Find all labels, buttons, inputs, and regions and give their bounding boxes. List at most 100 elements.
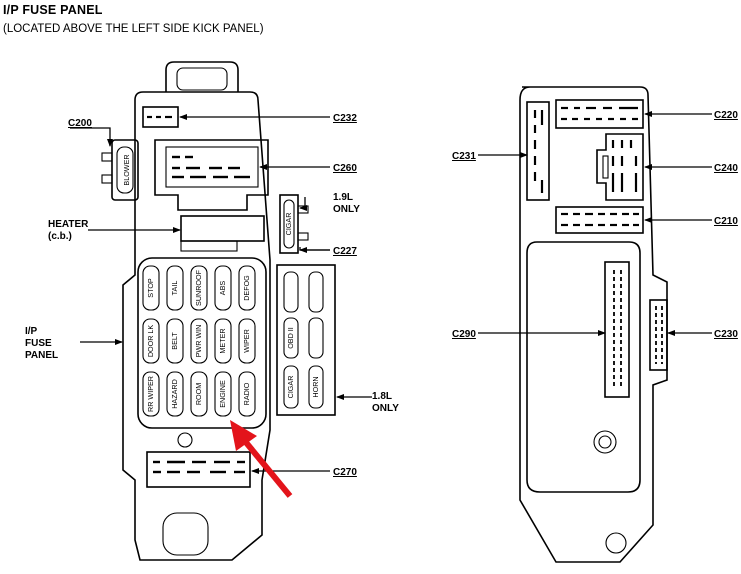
svg-text:DEFOG: DEFOG (242, 275, 251, 301)
cigar-socket (283, 199, 295, 249)
svg-text:WIPER: WIPER (242, 329, 251, 353)
fuse-rr-wiper: RR WIPER (142, 371, 160, 417)
side-fuse-blank-1 (283, 271, 299, 313)
page-subtitle: (LOCATED ABOVE THE LEFT SIDE KICK PANEL) (3, 23, 264, 35)
red-highlight-arrow (230, 420, 293, 498)
fuse-wiper: WIPER (238, 318, 256, 364)
left-labels: C200 C232 C260 1.9L ONLY C227 HEATER (c.… (25, 113, 399, 478)
side-fuse-obd-ii: OBD II (283, 317, 299, 359)
right-panel (519, 86, 668, 563)
svg-text:ROOM: ROOM (194, 383, 203, 405)
svg-text:HORN: HORN (311, 376, 320, 397)
connector-c220-housing (555, 99, 644, 129)
label-c200: C200 (68, 118, 92, 129)
svg-text:ABS: ABS (218, 281, 227, 296)
top-mounting-tab (165, 61, 239, 92)
left-leader-lines (70, 114, 372, 474)
blower-pin-top (101, 152, 113, 162)
left-panel-body (122, 91, 271, 561)
fuse-door-lk: DOOR LK (142, 318, 160, 364)
fuse-belt: BELT (166, 318, 184, 364)
label-c232: C232 (333, 113, 357, 124)
label-c270: C270 (333, 467, 357, 478)
c240-pins (611, 140, 638, 192)
label-c220: C220 (714, 110, 738, 121)
label-c230: C230 (714, 329, 738, 340)
cigar-pin-bottom (297, 232, 309, 241)
fuse-tail: TAIL (166, 265, 184, 311)
fuse-defog: DEFOG (238, 265, 256, 311)
fuse-grid: STOP TAIL SUNROOF ABS DEFOG DOOR LK BELT… (142, 265, 256, 417)
right-labels: C220 C231 C240 C210 C290 C230 (452, 110, 738, 340)
fuse-block-screw (177, 432, 193, 448)
fuse-engine: ENGINE (214, 371, 232, 417)
heater-cb-base (180, 240, 238, 252)
fuse-block (137, 257, 267, 429)
connector-c231-housing (526, 101, 550, 201)
label-1-8l-only: ONLY (372, 403, 399, 414)
fuse-room: ROOM (190, 371, 208, 417)
label-c240: C240 (714, 163, 738, 174)
svg-text:PWR WIN: PWR WIN (194, 325, 203, 358)
svg-text:RR WIPER: RR WIPER (146, 376, 155, 412)
label-1-9l-only: ONLY (333, 204, 360, 215)
fuse-abs: ABS (214, 265, 232, 311)
label-ip: I/P (25, 326, 38, 337)
c290-pins (613, 270, 622, 388)
c210-pins (561, 212, 639, 227)
c260-inner (165, 146, 259, 188)
fuse-meter: METER (214, 318, 232, 364)
fuse-hazard: HAZARD (166, 371, 184, 417)
label-c290: C290 (452, 329, 476, 340)
right-panel-body (519, 86, 668, 563)
c220-pins (561, 106, 638, 121)
connector-c210-housing (555, 206, 644, 234)
left-panel: BLOWER CIGAR STOP TAIL SUNROOF ABS DEFOG… (101, 61, 336, 561)
svg-text:HAZARD: HAZARD (170, 379, 179, 409)
c260-pins (172, 155, 250, 179)
connector-c270-housing (146, 451, 251, 488)
c240-latch (602, 155, 609, 179)
cavity-screw (593, 430, 617, 454)
label-c260: C260 (333, 163, 357, 174)
side-fuse-horn: HORN (308, 365, 324, 409)
blower-pin-bottom (101, 174, 113, 184)
fuse-sunroof: SUNROOF (190, 265, 208, 311)
svg-text:RADIO: RADIO (242, 382, 251, 405)
side-fuse-module-1-8l (276, 264, 336, 416)
fuse-stop: STOP (142, 265, 160, 311)
svg-text:DOOR LK: DOOR LK (146, 325, 155, 358)
svg-text:SUNROOF: SUNROOF (194, 269, 203, 306)
top-tab-slot (176, 67, 228, 91)
label-1-9l: 1.9L (333, 192, 353, 203)
blower-label: BLOWER (122, 154, 131, 185)
cavity-screw-inner (598, 435, 612, 449)
cigar-module-1-9l (279, 194, 299, 254)
cigar-pin-top (297, 205, 309, 214)
fuse-pwr-win: PWR WIN (190, 318, 208, 364)
side-fuse-blank-3 (308, 317, 324, 359)
connector-c290-housing (604, 261, 630, 398)
svg-text:ENGINE: ENGINE (218, 380, 227, 408)
right-mount-hole (605, 532, 627, 554)
label-panel: PANEL (25, 350, 58, 361)
label-heater: HEATER (48, 219, 89, 230)
bottom-mount-hole (162, 512, 209, 556)
connector-c230-housing (649, 299, 668, 371)
svg-text:CIGAR: CIGAR (286, 376, 295, 399)
c230-pins (655, 306, 663, 364)
label-c227: C227 (333, 246, 357, 257)
label-c210: C210 (714, 216, 738, 227)
c231-pins (533, 110, 544, 193)
svg-text:TAIL: TAIL (170, 281, 179, 296)
side-fuse-cigar: CIGAR (283, 365, 299, 409)
side-fuse-blank-2 (308, 271, 324, 313)
c270-pins (153, 460, 245, 474)
connector-c200-housing (111, 139, 139, 201)
label-heater-cb: (c.b.) (48, 231, 72, 242)
cigar-module-label: CIGAR (284, 213, 293, 236)
svg-text:STOP: STOP (146, 278, 155, 298)
lower-cavity (526, 241, 641, 493)
svg-text:OBD II: OBD II (286, 327, 295, 349)
